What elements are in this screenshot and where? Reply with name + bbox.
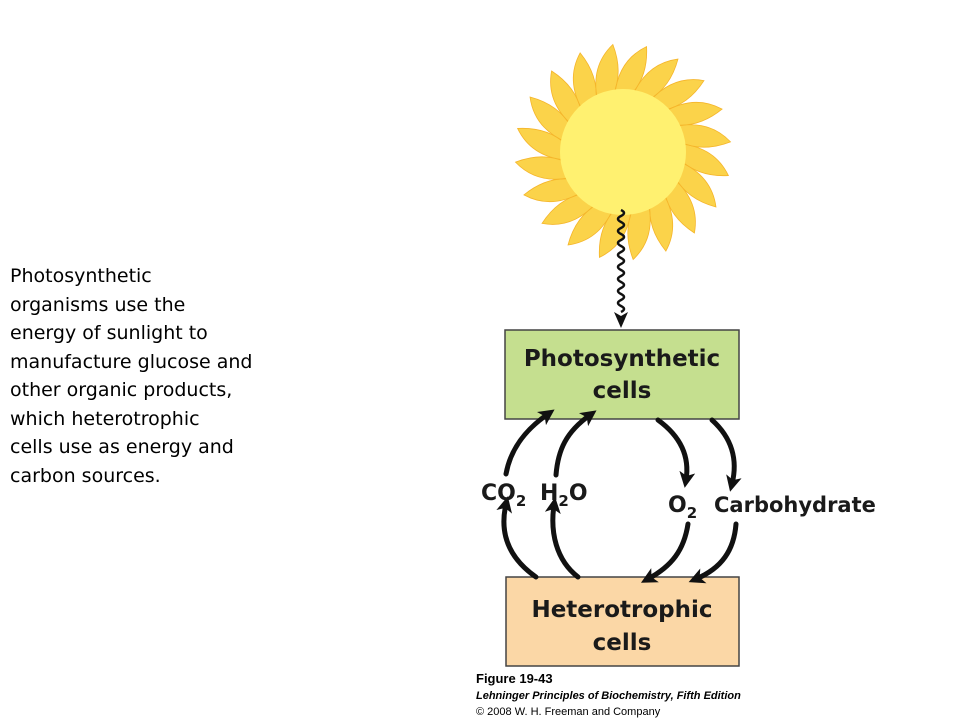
photosynthetic-cells-box: [504, 329, 740, 420]
co2-arrow-upper: [503, 409, 555, 477]
caption-text: Photosynthetic organisms use the energy …: [10, 265, 253, 487]
heterotrophic-cells-box: [505, 576, 740, 667]
heterotrophic-label-line1: Heterotrophic: [531, 597, 712, 623]
figure-copyright: © 2008 W. H. Freeman and Company: [476, 706, 661, 718]
photosynthetic-label-line2: cells: [593, 378, 652, 404]
heterotrophic-label-line2: cells: [593, 630, 652, 656]
sun-icon: [514, 43, 732, 261]
carbohydrate-label: Carbohydrate: [714, 493, 876, 517]
h2o-label: H2O: [540, 481, 588, 510]
wave-arrowhead: [614, 312, 628, 328]
h2o-arrow-lower: [544, 497, 581, 580]
o2-label: O2: [668, 493, 697, 522]
figure-number: Figure 19-43: [476, 671, 553, 686]
wavy-arrow-icon: [616, 208, 626, 314]
carbohydrate-arrow-lower: [688, 521, 739, 584]
o2-arrow-upper: [655, 417, 696, 488]
h2o-arrow-upper: [553, 410, 597, 478]
o2-arrow-lower: [640, 521, 691, 583]
co2-arrow-lower: [496, 496, 539, 580]
carbohydrate-arrow-upper: [709, 417, 742, 492]
sun-core: [560, 89, 686, 215]
photosynthetic-label-line1: Photosynthetic: [524, 346, 720, 372]
sun-ray: [674, 124, 732, 148]
figure-book: Lehninger Principles of Biochemistry, Fi…: [476, 690, 741, 702]
co2-label: CO2: [481, 481, 526, 510]
